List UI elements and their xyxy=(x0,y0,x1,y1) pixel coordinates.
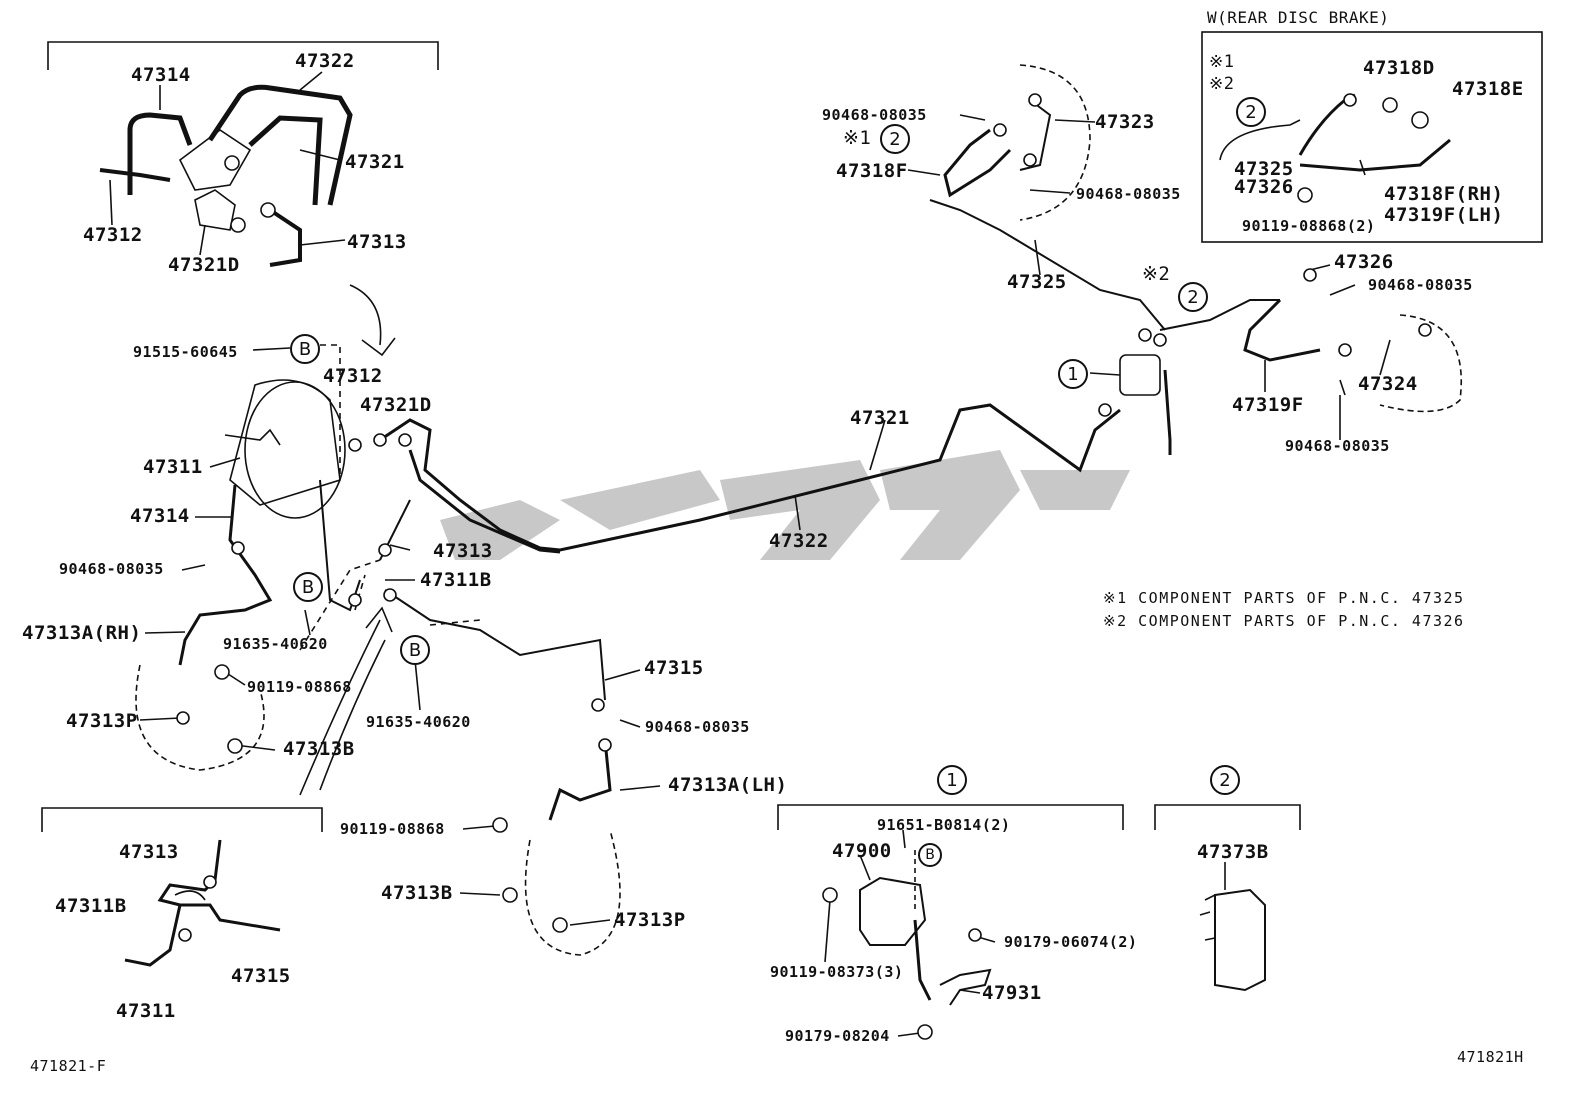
part-47326-main: 47326 xyxy=(1334,251,1394,273)
part-47311-bl: 47311 xyxy=(116,1000,176,1022)
part-47322-top: 47322 xyxy=(295,50,355,72)
callout-1-b: 1 xyxy=(937,765,967,795)
inset-mark-1: ※1 xyxy=(1209,52,1235,72)
part-47318F-a: 47318F xyxy=(836,160,908,182)
part-47313P-right: 47313P xyxy=(614,909,686,931)
part-47321D-mid: 47321D xyxy=(360,394,432,416)
part-47311B-mid: 47311B xyxy=(420,569,492,591)
part-47322-main: 47322 xyxy=(769,530,829,552)
part-47313B-left: 47313B xyxy=(283,738,355,760)
part-47900: 47900 xyxy=(832,840,892,862)
part-47318D: 47318D xyxy=(1363,57,1435,79)
part-90468-08035-f: 90468-08035 xyxy=(1285,437,1390,455)
part-47318F-rh: 47318F(RH) xyxy=(1384,183,1504,205)
part-90119-08373: 90119-08373(3) xyxy=(770,963,904,981)
part-47321-main: 47321 xyxy=(850,407,910,429)
part-47313-top: 47313 xyxy=(347,231,407,253)
part-90468-08035-b: 90468-08035 xyxy=(645,718,750,736)
part-47311-mid: 47311 xyxy=(143,456,203,478)
callout-2-c: 2 xyxy=(1210,765,1240,795)
callout-2-a: 2 xyxy=(880,124,910,154)
note-mark-2: ※2 xyxy=(1142,263,1171,285)
part-47325-inset: 47325 xyxy=(1234,158,1294,180)
part-47313A-rh: 47313A(RH) xyxy=(22,622,142,644)
part-91651-B0814: 91651-B0814(2) xyxy=(877,816,1011,834)
part-47315-mid: 47315 xyxy=(644,657,704,679)
line-work xyxy=(41,31,1543,1037)
part-90119-08868-a: 90119-08868 xyxy=(247,678,352,696)
part-91635-40620-b: 91635-40620 xyxy=(366,713,471,731)
part-47315-bl: 47315 xyxy=(231,965,291,987)
part-90468-08035-c: 90468-08035 xyxy=(822,106,927,124)
fittings xyxy=(176,93,1432,1040)
callout-2-b: 2 xyxy=(1178,282,1208,312)
part-47313-bl: 47313 xyxy=(119,841,179,863)
part-47318E: 47318E xyxy=(1452,78,1524,100)
part-47323: 47323 xyxy=(1095,111,1155,133)
part-47313-mid: 47313 xyxy=(433,540,493,562)
part-90468-08035-a: 90468-08035 xyxy=(59,560,164,578)
part-47321D-top: 47321D xyxy=(168,254,240,276)
part-47312-top: 47312 xyxy=(83,224,143,246)
part-47313A-lh: 47313A(LH) xyxy=(668,774,788,796)
part-91515-60645: 91515-60645 xyxy=(133,343,238,361)
part-47931: 47931 xyxy=(982,982,1042,1004)
callout-2-inset: 2 xyxy=(1236,97,1266,127)
part-47312-mid: 47312 xyxy=(323,365,383,387)
part-91635-40620-a: 91635-40620 xyxy=(223,635,328,653)
part-90179-06074: 90179-06074(2) xyxy=(1004,933,1138,951)
part-90119-08868-inset: 90119-08868(2) xyxy=(1242,217,1376,235)
part-47311B-bl: 47311B xyxy=(55,895,127,917)
footer-right-code: 471821H xyxy=(1457,1048,1524,1066)
part-47325-main: 47325 xyxy=(1007,271,1067,293)
part-90468-08035-e: 90468-08035 xyxy=(1368,276,1473,294)
footer-left-code: 471821-F xyxy=(30,1057,107,1075)
part-47373B: 47373B xyxy=(1197,841,1269,863)
note-mark-1: ※1 xyxy=(843,127,872,149)
part-47326-inset: 47326 xyxy=(1234,176,1294,198)
callout-1-a: 1 xyxy=(1058,359,1088,389)
part-47314-mid: 47314 xyxy=(130,505,190,527)
note-line-2: ※2 COMPONENT PARTS OF P.N.C. 47326 xyxy=(1103,612,1465,630)
part-47313B-right: 47313B xyxy=(381,882,453,904)
callout-b-3: B xyxy=(400,635,430,665)
inset-title: W(REAR DISC BRAKE) xyxy=(1207,8,1390,27)
callout-b-small: B xyxy=(918,843,942,867)
callout-b-2: B xyxy=(293,572,323,602)
part-47321-top: 47321 xyxy=(345,151,405,173)
part-47319F: 47319F xyxy=(1232,394,1304,416)
part-47319F-lh: 47319F(LH) xyxy=(1384,204,1504,226)
part-47314-top: 47314 xyxy=(131,64,191,86)
note-line-1: ※1 COMPONENT PARTS OF P.N.C. 47325 xyxy=(1103,589,1465,607)
part-47313P-left: 47313P xyxy=(66,710,138,732)
inset-mark-2: ※2 xyxy=(1209,74,1235,94)
part-90119-08868-b: 90119-08868 xyxy=(340,820,445,838)
part-90179-08204: 90179-08204 xyxy=(785,1027,890,1045)
callout-b: B xyxy=(290,334,320,364)
part-47324: 47324 xyxy=(1358,373,1418,395)
part-90468-08035-d: 90468-08035 xyxy=(1076,185,1181,203)
